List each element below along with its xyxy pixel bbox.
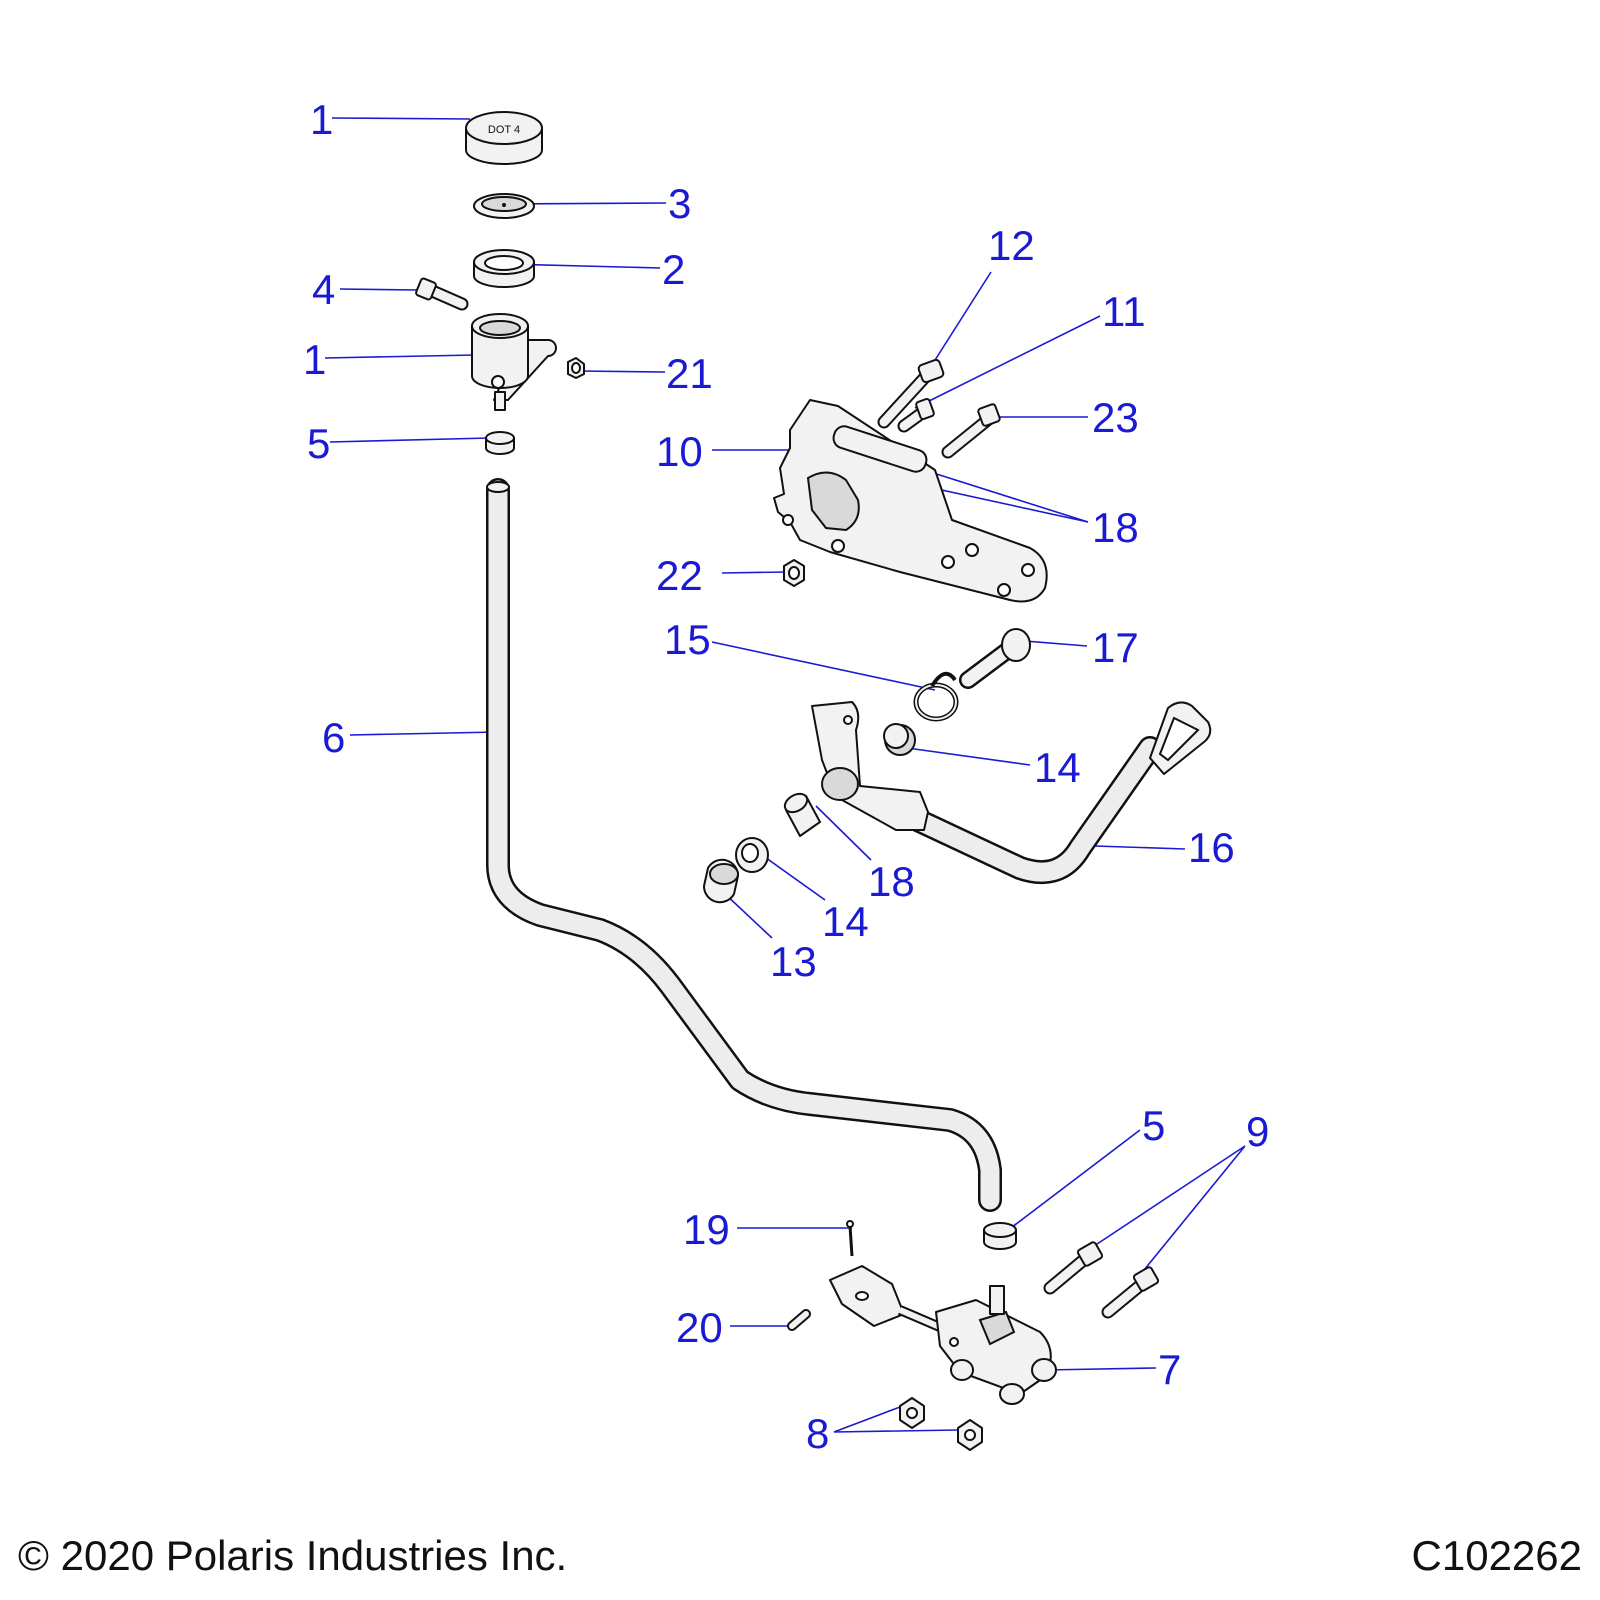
callout-22: 22 — [656, 552, 703, 599]
callout-23: 23 — [1092, 394, 1139, 441]
diaphragm — [473, 249, 535, 288]
reservoir-cap-label: DOT 4 — [488, 124, 520, 136]
hose-clamp-bottom — [983, 1222, 1017, 1250]
bolt-12 — [877, 358, 945, 429]
callout-15: 15 — [664, 616, 711, 663]
clevis-pin — [787, 1309, 811, 1331]
nut-21 — [567, 357, 585, 379]
callout-12: 12 — [988, 222, 1035, 269]
hose — [486, 478, 1002, 1212]
bushing-13 — [702, 858, 740, 904]
callout-10: 10 — [656, 428, 703, 475]
callout-3: 3 — [668, 180, 691, 227]
hose-clamp-top — [485, 431, 515, 455]
callout-2: 2 — [662, 246, 685, 293]
nut-22 — [783, 559, 805, 587]
figure-id: C102262 — [1411, 1532, 1582, 1579]
callout-21: 21 — [666, 350, 713, 397]
callout-18-lower: 18 — [868, 858, 915, 905]
bolt-4 — [415, 277, 469, 311]
bolt-9b — [1101, 1266, 1160, 1319]
callout-18-upper: 18 — [1092, 504, 1139, 551]
bushing-upper — [883, 723, 916, 756]
callout-17: 17 — [1092, 624, 1139, 671]
callout-5-bottom: 5 — [1142, 1102, 1165, 1149]
bushing-lower — [735, 837, 769, 873]
callout-1-cap: 1 — [310, 96, 333, 143]
bolt-11 — [897, 397, 935, 433]
callout-7: 7 — [1158, 1346, 1181, 1393]
clutch-master-cylinder — [829, 1265, 1057, 1405]
callout-9: 9 — [1246, 1108, 1269, 1155]
nut-8a — [899, 1397, 925, 1429]
callout-5-top: 5 — [307, 420, 330, 467]
callout-11: 11 — [1102, 288, 1146, 335]
callout-6: 6 — [322, 714, 345, 761]
copyright-notice: © 2020 Polaris Industries Inc. — [18, 1532, 568, 1579]
bolt-23 — [941, 403, 1001, 459]
callout-14-upper: 14 — [1034, 744, 1081, 791]
callout-1-body: 1 — [303, 336, 326, 383]
callout-13: 13 — [770, 938, 817, 985]
diaphragm-plate — [473, 193, 535, 219]
reservoir-body — [471, 313, 557, 411]
callouts: 1 3 2 4 1 21 5 12 11 23 10 18 22 15 17 6… — [303, 96, 1269, 1457]
sleeve-lower — [783, 792, 821, 837]
bolt-9a — [1043, 1241, 1104, 1295]
nut-8b — [957, 1419, 983, 1451]
callout-14-lower: 14 — [822, 898, 869, 945]
spring — [913, 671, 959, 722]
callout-16: 16 — [1188, 824, 1235, 871]
callout-19: 19 — [683, 1206, 730, 1253]
bolt-17 — [959, 628, 1031, 689]
reservoir-cap: DOT 4 — [465, 111, 543, 165]
clutch-pedal — [811, 701, 1212, 884]
callout-4: 4 — [312, 266, 335, 313]
callout-20: 20 — [676, 1304, 723, 1351]
pedal-bracket — [773, 399, 1048, 603]
cotter-pin — [846, 1220, 854, 1257]
callout-8: 8 — [806, 1410, 829, 1457]
